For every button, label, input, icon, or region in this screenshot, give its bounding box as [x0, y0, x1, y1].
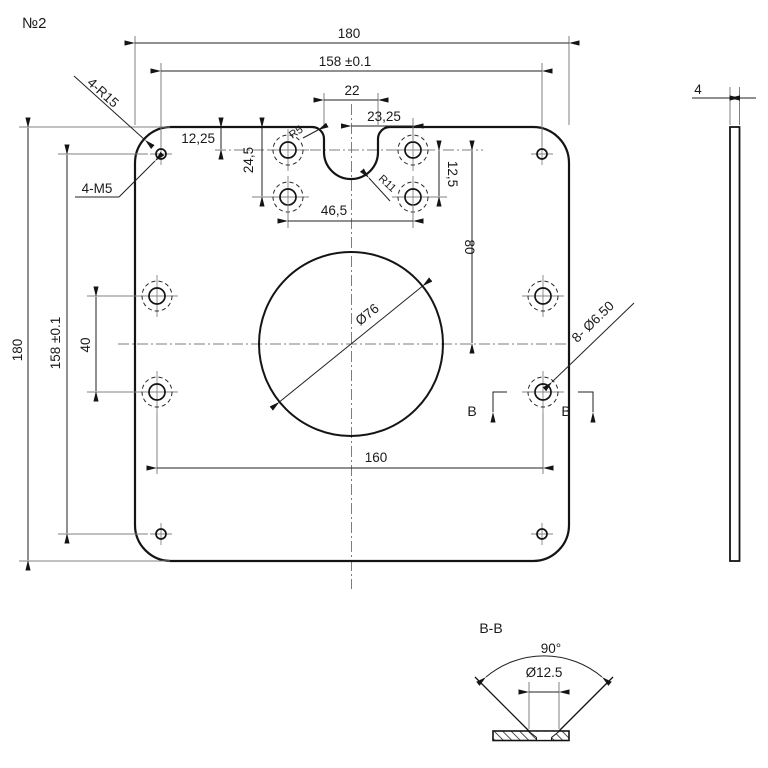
- center-lines: [118, 104, 569, 589]
- dimension-23-25: 23,25: [340, 109, 424, 129]
- section-mark-left: B: [467, 391, 507, 423]
- dim-label: 80: [462, 239, 477, 254]
- dimension-180-left: 180: [10, 117, 31, 571]
- center-bore-circle: [258, 251, 444, 437]
- dimension-158-top: 158 ±0.1: [150, 54, 553, 74]
- dimension-160: 160: [146, 450, 554, 471]
- countersink-angle-label: 90°: [541, 641, 561, 656]
- dim-label: 12,5: [445, 161, 460, 187]
- dim-label: 24,5: [241, 147, 256, 173]
- hole: [531, 143, 553, 165]
- dim-label: 12,25: [181, 131, 215, 146]
- leader-corner-radius: 4-R15: [73, 75, 155, 150]
- hole: [136, 275, 178, 317]
- thickness-label: 4: [694, 82, 702, 97]
- countersunk-holes: [136, 129, 564, 413]
- note-label: R11: [376, 173, 398, 195]
- dim-label: 158 ±0.1: [48, 317, 63, 369]
- extension-lines: [19, 36, 570, 562]
- dim-label: 180: [338, 26, 361, 41]
- dimension-24-5: 24,5: [241, 117, 265, 207]
- leader-countersunk-holes: 8- Ø6.50: [542, 298, 635, 392]
- dimension-46-5: 46,5: [277, 203, 424, 224]
- side-view-plate: [729, 126, 741, 562]
- dimension-180-top: 180: [124, 26, 580, 46]
- hole: [522, 275, 564, 317]
- dim-label: 158 ±0.1: [319, 54, 371, 69]
- dim-label: 46,5: [321, 203, 347, 218]
- dimension-12-5: 12,5: [436, 140, 460, 207]
- hole: [150, 523, 172, 545]
- section-title: B-B: [479, 620, 502, 636]
- section-bar: [492, 730, 570, 742]
- dim-label: 22: [344, 83, 359, 98]
- hole: [522, 371, 564, 413]
- leader-corner-thread: 4-M5: [75, 151, 165, 198]
- dimension-80: 80: [462, 140, 477, 354]
- dimension-158-left: 158 ±0.1: [48, 144, 70, 544]
- dim-label: 160: [365, 450, 388, 465]
- note-label: 8- Ø6.50: [569, 298, 617, 345]
- note-label: 4-R15: [84, 75, 121, 111]
- dim-label: Ø76: [353, 301, 382, 329]
- side-view: 4: [692, 82, 756, 562]
- plate-outline: [133, 125, 571, 563]
- section-letter: B: [467, 403, 476, 419]
- section-letter: B: [561, 403, 570, 419]
- part-number-label: №2: [22, 15, 46, 32]
- dimension-40: 40: [78, 286, 99, 402]
- countersink-dia-label: Ø12.5: [526, 665, 563, 680]
- hole: [136, 371, 178, 413]
- dim-label: 23,25: [367, 109, 401, 124]
- hole: [267, 129, 309, 171]
- dimension-12-25: 12,25: [181, 117, 224, 160]
- section-mark-right: B: [561, 391, 596, 423]
- hole: [531, 523, 553, 545]
- dim-label: 40: [78, 337, 93, 352]
- dim-label: 180: [10, 339, 25, 362]
- section-view: B-B 90° Ø12.5: [474, 620, 614, 742]
- dimension-22: 22: [313, 83, 389, 103]
- note-label: 4-M5: [82, 181, 113, 196]
